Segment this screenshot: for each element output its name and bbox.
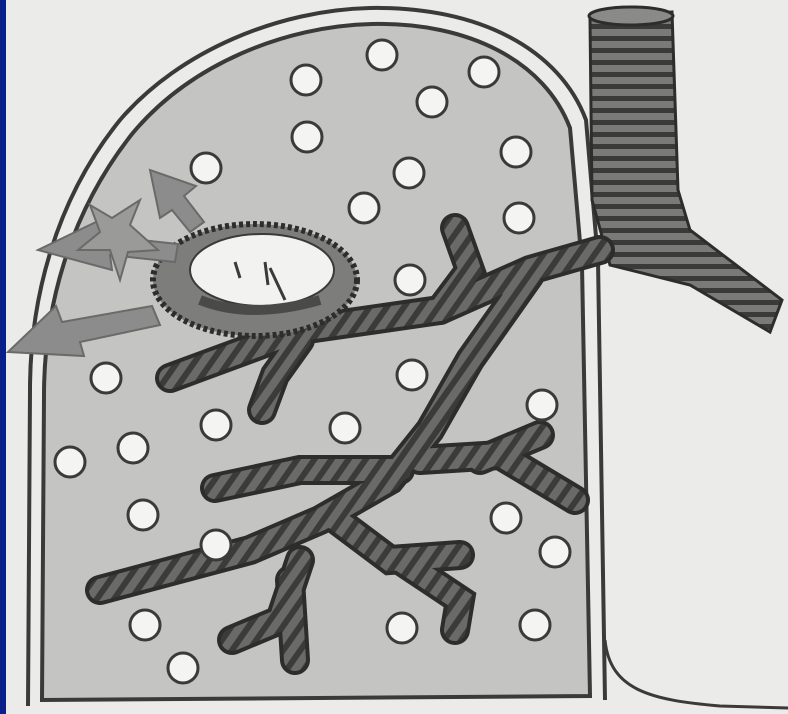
alveolus	[291, 65, 321, 95]
alveolus	[394, 158, 424, 188]
alveolus	[520, 610, 550, 640]
alveolus	[540, 537, 570, 567]
alveolus	[55, 447, 85, 477]
alveolus	[387, 613, 417, 643]
alveolus	[118, 433, 148, 463]
alveolus	[417, 87, 447, 117]
cavity-lesion	[153, 224, 357, 336]
alveolus	[330, 413, 360, 443]
alveolus	[168, 653, 198, 683]
alveolus	[349, 193, 379, 223]
alveolus	[367, 40, 397, 70]
alveolus	[130, 610, 160, 640]
alveolus	[397, 360, 427, 390]
alveolus	[128, 500, 158, 530]
alveolus	[491, 503, 521, 533]
alveolus	[527, 390, 557, 420]
alveolus	[201, 410, 231, 440]
alveolus	[469, 57, 499, 87]
alveolus	[191, 153, 221, 183]
alveolus	[504, 203, 534, 233]
alveolus	[395, 265, 425, 295]
alveolus	[292, 122, 322, 152]
alveolus	[201, 530, 231, 560]
alveolus	[91, 363, 121, 393]
alveolus	[501, 137, 531, 167]
